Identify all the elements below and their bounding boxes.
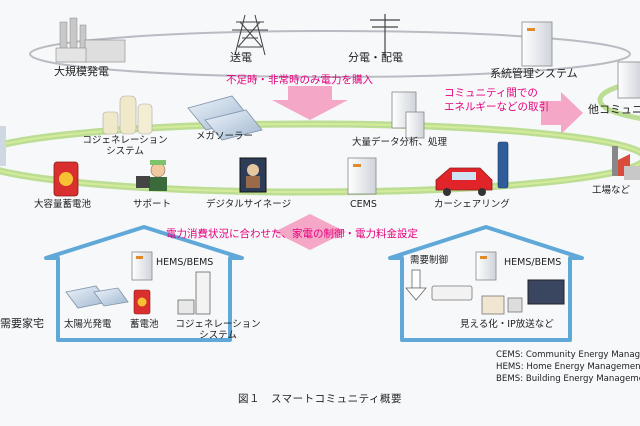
label-inter-community: コミュニティ間での [444, 87, 538, 99]
cems-server-icon [347, 157, 377, 195]
label-solar: 太陽光発電 [64, 319, 112, 330]
label-inter-community-2: エネルギーなどの取引 [444, 101, 549, 113]
label-house: 需要家宅 [0, 317, 44, 330]
label-control-setting: 電力消費状況に合わせた、家電の制御・電力料金設定 [166, 228, 418, 240]
note-cems: CEMS: Community Energy Manage [496, 350, 640, 360]
factory-icon [612, 146, 640, 180]
grid-ring [29, 30, 631, 78]
left-edge-element [0, 126, 6, 166]
home-battery-icon [133, 289, 151, 315]
label-hems-bems-left: HEMS/BEMS [156, 257, 214, 268]
cogeneration-icon [102, 95, 153, 135]
big-battery-icon [53, 161, 79, 197]
label-signage: デジタルサイネージ [206, 199, 292, 210]
big-data-server-icon [391, 91, 425, 139]
megasolar-icon [187, 95, 263, 141]
label-cogen-home: コジェネレーション システム [166, 319, 270, 342]
label-grid-mgmt: 系統管理システム [490, 67, 578, 80]
label-battery: 蓄電池 [130, 319, 159, 330]
photo-frame-icon [481, 295, 505, 315]
house-outline-right [388, 225, 584, 342]
buy-power-arrow [272, 86, 348, 120]
home-server-left-icon [131, 251, 153, 281]
label-cogen-home-line2: システム [199, 329, 237, 341]
home-cogen-icon [177, 271, 211, 315]
label-cems: CEMS [350, 199, 377, 210]
note-bems: BEMS: Building Energy Manageme [496, 374, 640, 384]
grid-mgmt-server-icon [521, 21, 553, 67]
house-outline-left [44, 225, 244, 342]
other-community-ring [597, 79, 640, 121]
signage-icon [239, 157, 267, 193]
label-distribution: 分電・配電 [348, 51, 403, 64]
label-transmission: 送電 [230, 51, 252, 64]
note-hems: HEMS: Home Energy Management [496, 362, 640, 372]
power-plant-icon [55, 17, 126, 63]
air-conditioner-icon [431, 285, 473, 301]
label-big-data: 大量データ分析、処理 [352, 137, 448, 148]
demand-control-arrow [405, 269, 427, 301]
label-megasolar: メガソーラー [196, 131, 254, 142]
label-factory: 工場など [592, 185, 631, 196]
label-demand-control: 需要制御 [410, 255, 449, 266]
trade-arrow [541, 92, 583, 134]
tv-icon [527, 279, 565, 305]
community-ring-inner [0, 123, 640, 193]
other-community-building-icon [617, 61, 640, 99]
car-icon [435, 167, 493, 196]
label-cogeneration: コジェネレーション システム [70, 135, 180, 158]
label-power-plant: 大規模発電 [54, 65, 109, 78]
support-worker-icon [136, 160, 167, 191]
home-display-icon [507, 297, 523, 313]
label-cogen-home-line1: コジェネレーション [175, 319, 261, 330]
home-solar-icon [65, 285, 129, 309]
label-big-battery: 大容量蓄電池 [34, 199, 92, 210]
utility-pole-icon [370, 14, 400, 58]
label-other-community: 他コミュニ [588, 103, 640, 116]
transmission-tower-icon [232, 14, 268, 56]
label-cogeneration-line2: システム [106, 145, 144, 157]
label-hems-bems-right: HEMS/BEMS [504, 257, 562, 268]
label-buy-shortage: 不足時・非常時のみ電力を購入 [226, 74, 373, 86]
label-car-sharing: カーシェアリング [434, 199, 510, 210]
label-cogeneration-line1: コジェネレーション [82, 135, 168, 146]
figure-caption: 図１ スマートコミュニティ概要 [237, 393, 403, 405]
label-visualize: 見える化・IP放送など [460, 319, 554, 330]
charging-station-icon [497, 141, 509, 189]
label-support: サポート [133, 199, 172, 210]
home-server-right-icon [475, 251, 497, 281]
control-arrow [274, 214, 346, 250]
